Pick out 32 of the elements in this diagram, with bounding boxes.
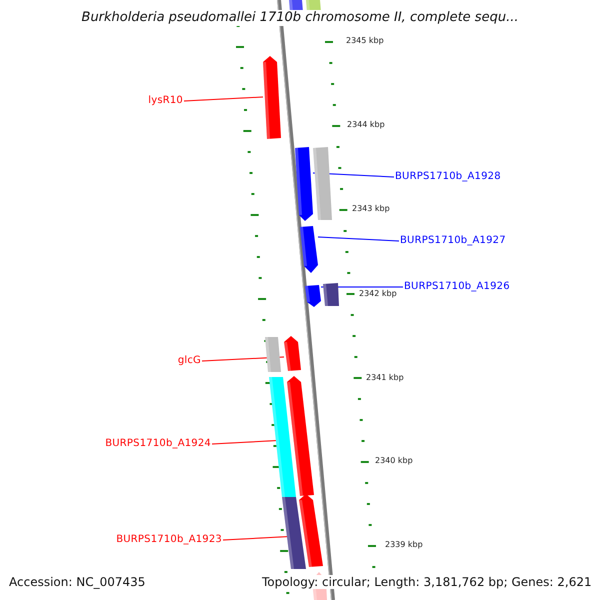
gene-feature-pointed: [299, 494, 323, 567]
gene-feature-pointed: [305, 285, 321, 307]
accession-text: Accession: NC_007435: [9, 575, 146, 589]
leader-line: [318, 236, 400, 242]
gene-label: BURPS1710b_A1926: [404, 281, 510, 293]
gene-label: lysR10: [148, 95, 183, 107]
scale-label: 2341 kbp: [366, 373, 404, 383]
gene-feature-block: [269, 377, 296, 497]
gene-label: BURPS1710b_A1923: [116, 534, 222, 546]
gene-label: glcG: [178, 355, 201, 367]
scale-label: 2339 kbp: [385, 540, 423, 550]
gene-feature-block: [313, 147, 332, 220]
scale-label: 2343 kbp: [352, 204, 390, 214]
gene-feature-pointed: [284, 336, 301, 371]
gene-label: BURPS1710b_A1924: [105, 438, 211, 450]
leader-line: [202, 356, 284, 362]
leader-line: [184, 96, 264, 102]
scale-label: 2345 kbp: [346, 36, 384, 46]
scale-label: 2340 kbp: [375, 456, 413, 466]
gene-feature-block: [323, 283, 339, 306]
gene-feature-pointed: [300, 226, 318, 273]
gene-label: BURPS1710b_A1928: [395, 171, 501, 183]
gene-feature-pointed: [287, 376, 314, 496]
gene-feature-block: [265, 337, 281, 372]
gene-feature-block: [282, 497, 306, 569]
leader-line: [320, 286, 404, 288]
gene-label: BURPS1710b_A1927: [400, 235, 506, 247]
gene-feature-pointed: [263, 56, 281, 139]
scale-label: 2342 kbp: [359, 289, 397, 299]
gene-feature-pointed: [295, 147, 313, 221]
scale-label: 2344 kbp: [347, 120, 385, 130]
leader-line: [312, 172, 394, 178]
